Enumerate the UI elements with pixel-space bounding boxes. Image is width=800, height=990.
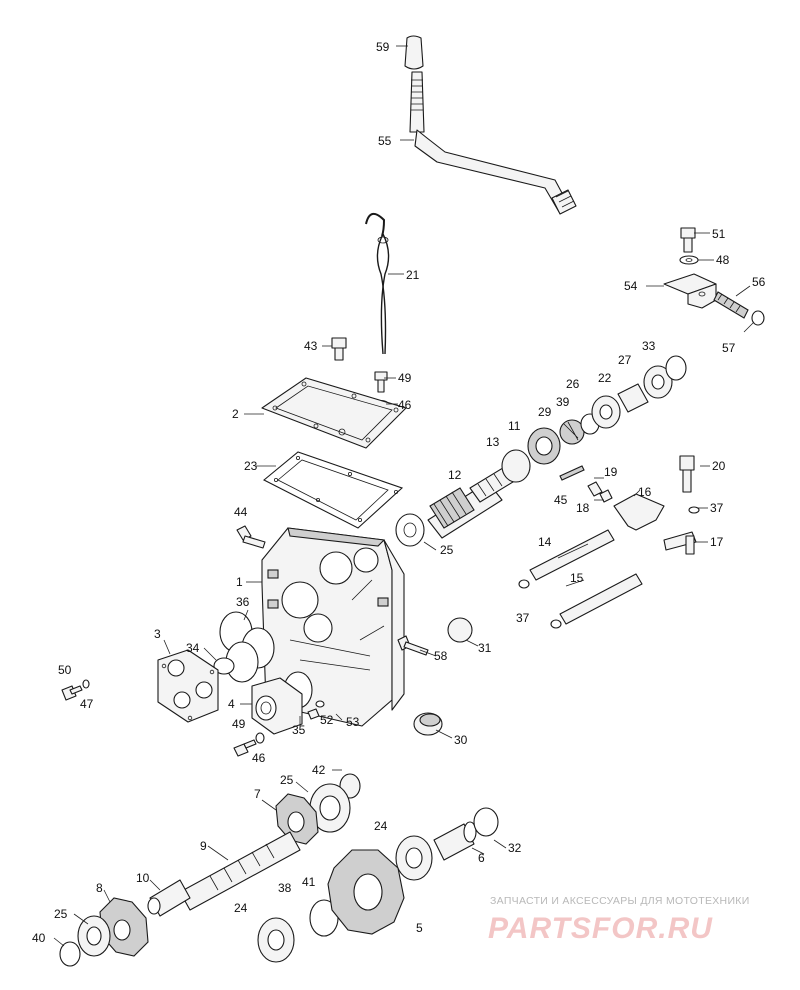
callout-label: 6 <box>478 851 485 865</box>
callout-label: 24 <box>374 819 388 833</box>
callout-label: 46 <box>398 398 412 412</box>
callout-label: 51 <box>712 227 726 241</box>
callout-label: 2 <box>232 407 239 421</box>
callout-label: 29 <box>538 405 552 419</box>
callout-label: 22 <box>598 371 612 385</box>
watermark-logo: PARTSFOR.RU <box>488 912 713 945</box>
callout-labels: 59 55 21 51 48 54 56 57 43 49 46 33 27 2… <box>32 40 766 945</box>
callout-label: 36 <box>236 595 250 609</box>
callout-label: 11 <box>508 419 521 433</box>
callout-label: 34 <box>186 641 200 655</box>
callout-label: 25 <box>440 543 454 557</box>
callout-label: 37 <box>710 501 724 515</box>
callout-label: 1 <box>236 575 243 589</box>
callout-label: 47 <box>80 697 94 711</box>
part-upper-shaft-assembly <box>395 355 687 547</box>
callout-label: 59 <box>376 40 390 54</box>
callout-label: 13 <box>486 435 500 449</box>
callout-label: 15 <box>570 571 584 585</box>
callout-label: 44 <box>234 505 248 519</box>
part-screws-52-53 <box>307 700 325 720</box>
callout-label: 7 <box>254 787 261 801</box>
callout-label: 48 <box>716 253 730 267</box>
callout-label: 30 <box>454 733 468 747</box>
callout-label: 45 <box>554 493 568 507</box>
callout-label: 5 <box>416 921 423 935</box>
leader-lines <box>53 45 755 947</box>
part-selector-group <box>559 455 700 555</box>
callout-label: 25 <box>280 773 294 787</box>
part-top-cover <box>261 377 407 449</box>
part-bracket-group <box>663 227 765 326</box>
part-screw-49-bottom <box>233 732 265 757</box>
part-bolt-58 <box>397 635 429 656</box>
part-plug-43 <box>331 337 347 361</box>
watermark-caption: ЗАПЧАСТИ И АКСЕССУАРЫ ДЛЯ МОТОТЕХНИКИ <box>490 895 750 907</box>
callout-label: 49 <box>398 371 412 385</box>
callout-label: 9 <box>200 839 207 853</box>
part-bearing-cover <box>251 677 303 735</box>
callout-label: 17 <box>710 535 724 549</box>
callout-label: 38 <box>278 881 292 895</box>
callout-label: 58 <box>434 649 448 663</box>
part-dipstick <box>365 213 390 355</box>
callout-label: 14 <box>538 535 552 549</box>
part-gasket <box>263 451 404 529</box>
callout-label: 39 <box>556 395 570 409</box>
part-flange-plate <box>157 649 219 723</box>
watermark: ЗАПЧАСТИ И АКСЕССУАРЫ ДЛЯ МОТОТЕХНИКИ PA… <box>488 895 750 945</box>
callout-label: 24 <box>234 901 248 915</box>
callout-label: 37 <box>516 611 530 625</box>
part-gear-lever <box>404 35 577 215</box>
callout-label: 8 <box>96 881 103 895</box>
part-screw-50 <box>61 679 90 701</box>
callout-label: 40 <box>32 931 46 945</box>
callout-label: 4 <box>228 697 235 711</box>
callout-label: 50 <box>58 663 72 677</box>
callout-label: 19 <box>604 465 618 479</box>
callout-label: 20 <box>712 459 726 473</box>
callout-label: 35 <box>292 723 306 737</box>
callout-label: 23 <box>244 459 258 473</box>
callout-label: 31 <box>478 641 492 655</box>
callout-label: 3 <box>154 627 161 641</box>
part-lower-gear-group <box>59 773 499 967</box>
callout-label: 56 <box>752 275 766 289</box>
callout-label: 27 <box>618 353 632 367</box>
callout-label: 52 <box>320 713 334 727</box>
callout-label: 33 <box>642 339 656 353</box>
callout-label: 57 <box>722 341 736 355</box>
callout-label: 10 <box>136 871 150 885</box>
callout-label: 25 <box>54 907 68 921</box>
callout-label: 41 <box>302 875 316 889</box>
callout-label: 42 <box>312 763 326 777</box>
part-caps <box>413 617 473 736</box>
callout-label: 54 <box>624 279 638 293</box>
part-round-covers <box>213 611 313 709</box>
callout-label: 32 <box>508 841 522 855</box>
callout-label: 12 <box>448 468 462 482</box>
callout-label: 43 <box>304 339 318 353</box>
callout-label: 21 <box>406 268 420 282</box>
part-bolt-44 <box>236 525 266 549</box>
callout-label: 53 <box>346 715 360 729</box>
callout-label: 49 <box>232 717 246 731</box>
callout-label: 16 <box>638 485 652 499</box>
callout-label: 18 <box>576 501 590 515</box>
callout-label: 26 <box>566 377 580 391</box>
callout-label: 55 <box>378 134 392 148</box>
part-shift-rods <box>518 529 643 629</box>
callout-label: 46 <box>252 751 266 765</box>
